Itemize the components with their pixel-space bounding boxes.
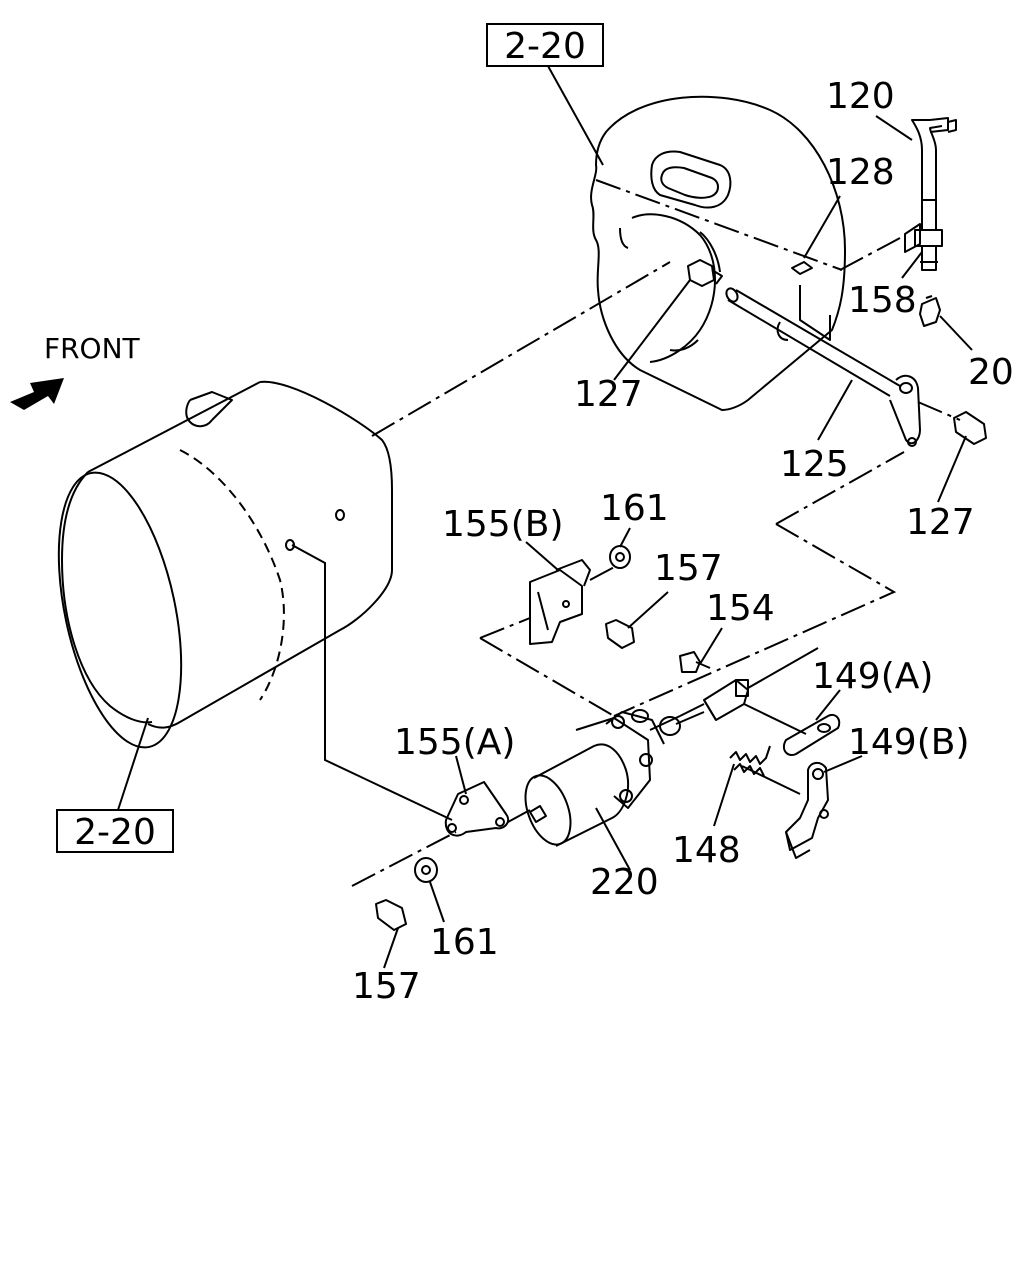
reference-leader-left xyxy=(117,717,149,811)
callout-127-right: 127 xyxy=(906,502,975,543)
lever-149b xyxy=(785,762,829,859)
fitting-20 xyxy=(919,295,941,327)
clip-158 xyxy=(904,223,921,253)
alignment-line-shaft xyxy=(775,451,905,525)
leader-220 xyxy=(595,807,631,871)
leader-125 xyxy=(817,379,853,441)
bolt-157-upper xyxy=(605,619,635,649)
callout-161-lower: 161 xyxy=(430,922,499,963)
reference-box-left[interactable]: 2-20 xyxy=(56,809,174,853)
pad-128 xyxy=(791,261,813,275)
alignment-line-157-lower xyxy=(351,831,457,887)
leader-120 xyxy=(875,115,913,141)
pipe-120 xyxy=(911,117,957,271)
alignment-line-125 xyxy=(917,401,961,421)
leader-161-upper xyxy=(619,527,631,548)
alignment-line-155b xyxy=(589,563,621,581)
alignment-line-158 xyxy=(839,237,901,271)
front-arrow-icon xyxy=(10,378,64,410)
clutch-booster-housing xyxy=(57,380,393,749)
reference-leader-top xyxy=(547,65,604,166)
callout-127-upper: 127 xyxy=(574,374,643,415)
bolt-127-right xyxy=(953,411,987,445)
clutch-housing xyxy=(590,95,846,411)
leader-128 xyxy=(803,195,841,259)
alignment-line-lower xyxy=(291,544,453,821)
plate-149a xyxy=(782,714,841,756)
callout-148: 148 xyxy=(672,830,741,871)
reference-box-left-label: 2-20 xyxy=(74,812,156,853)
leader-158 xyxy=(901,251,923,279)
clevis-to-lever-line xyxy=(743,703,807,735)
pin-154 xyxy=(679,651,711,673)
leader-157-lower xyxy=(383,927,399,969)
bolt-127-upper xyxy=(687,259,723,287)
callout-155a: 155(A) xyxy=(394,722,515,763)
leader-154 xyxy=(699,627,723,665)
leader-20 xyxy=(939,315,973,351)
callout-157-lower: 157 xyxy=(352,966,421,1007)
callout-125: 125 xyxy=(780,444,849,485)
leader-127-upper xyxy=(613,279,691,381)
reference-box-top-label: 2-20 xyxy=(504,26,586,67)
callout-120: 120 xyxy=(826,76,895,117)
callout-20: 20 xyxy=(968,352,1014,393)
alignment-frame-upper xyxy=(479,523,897,717)
leader-155a xyxy=(455,755,467,795)
shaft-125 xyxy=(725,285,921,447)
callout-158: 158 xyxy=(848,280,917,321)
callout-149b: 149(B) xyxy=(848,722,970,763)
spring-to-lever-line xyxy=(741,765,801,795)
reference-box-top[interactable]: 2-20 xyxy=(486,23,604,67)
bracket-155a xyxy=(444,781,510,837)
leader-149b xyxy=(823,755,863,773)
callout-154: 154 xyxy=(706,588,775,629)
callout-149a: 149(A) xyxy=(812,656,933,697)
clevis xyxy=(703,679,749,721)
nut-161-upper xyxy=(609,545,631,569)
front-label: FRONT xyxy=(44,332,141,365)
booster-220 xyxy=(524,703,705,847)
leader-157-upper xyxy=(627,591,669,629)
rod-line xyxy=(747,647,819,689)
alignment-line-155a xyxy=(507,809,531,823)
leader-161-lower xyxy=(429,881,445,923)
leader-148 xyxy=(713,763,735,827)
callout-157-upper: 157 xyxy=(654,548,723,589)
callout-128: 128 xyxy=(826,152,895,193)
leader-149a xyxy=(815,689,841,721)
nut-161-lower xyxy=(414,857,438,883)
spring-148 xyxy=(729,745,771,777)
alignment-line-upper xyxy=(371,261,671,437)
callout-161-upper: 161 xyxy=(600,488,669,529)
bolt-157-lower xyxy=(375,899,407,931)
leader-155b xyxy=(525,541,559,571)
bracket-155b xyxy=(529,559,591,645)
callout-155b: 155(B) xyxy=(442,504,564,545)
leader-127-right xyxy=(937,435,967,503)
callout-220: 220 xyxy=(590,862,659,903)
